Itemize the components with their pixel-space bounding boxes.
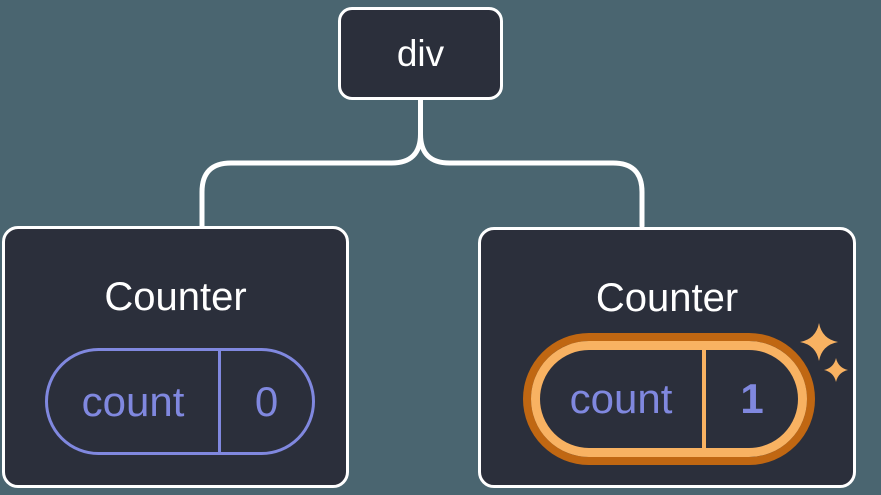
root-node-label: div [396,33,445,74]
state-key-segment: count [540,350,706,448]
state-key-label: count [81,377,185,425]
state-pill-highlighted: count 1 [531,341,807,457]
state-key-label: count [569,375,673,422]
state-pill-left: count 0 [45,348,315,455]
state-value-label: 1 [740,375,764,422]
root-node-div: div [338,7,503,100]
sparkle-large [800,323,838,361]
counter-node-right: Counter count 1 [478,227,856,488]
sparkle-small [824,358,848,382]
sparkles-icon [800,323,848,382]
state-key-segment: count [48,351,221,452]
counter-left-title: Counter [104,275,247,319]
state-value-segment: 0 [221,351,312,452]
state-value-segment: 1 [706,350,798,448]
counter-node-left: Counter count 0 [2,226,349,488]
counter-right-title: Counter [595,276,739,320]
connector-branch-left [199,131,423,229]
state-value-label: 0 [254,377,279,425]
connector-branch-right [418,131,645,229]
